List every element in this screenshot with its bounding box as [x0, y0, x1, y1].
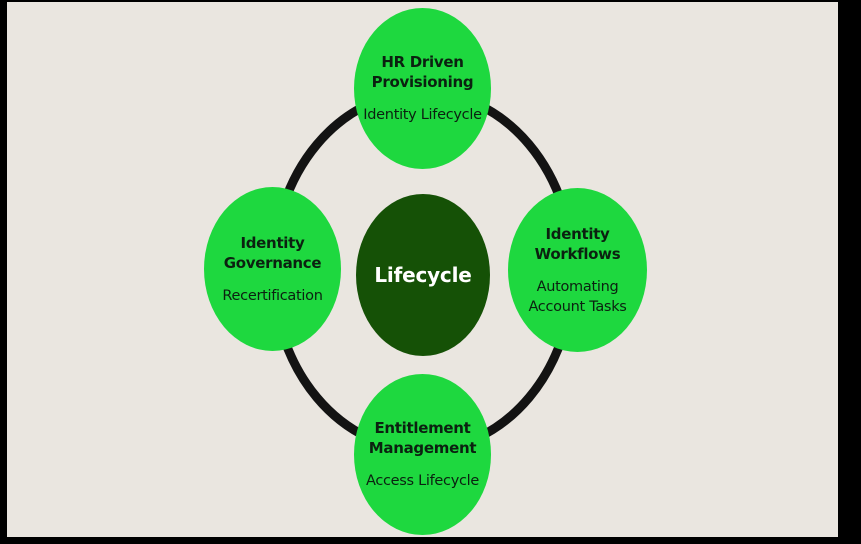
center-node-title: Lifecycle [374, 263, 472, 287]
node-subtitle: Automating Account Tasks [528, 278, 627, 315]
node-entitlement-management: Entitlement Management Access Lifecycle [354, 374, 491, 535]
node-subtitle: Access Lifecycle [365, 473, 480, 489]
node-title: HR Driven Provisioning [371, 53, 474, 91]
node-subtitle: Recertification [222, 287, 323, 304]
node-identity-governance: Identity Governance Recertification [204, 187, 341, 351]
letterbox-top-bar [0, 0, 861, 2]
letterbox-left-bar [0, 0, 7, 544]
letterbox-right-bar [838, 0, 861, 544]
letterbox-bottom-bar [0, 537, 861, 544]
node-hr-driven-provisioning: HR Driven Provisioning Identity Lifecycl… [354, 8, 491, 169]
node-title: Identity Workflows [534, 224, 621, 263]
node-title: Identity Governance [223, 233, 322, 272]
node-identity-workflows: Identity Workflows Automating Account Ta… [508, 188, 647, 352]
node-title: Entitlement Management [368, 419, 477, 457]
node-lifecycle-center: Lifecycle [356, 194, 490, 356]
node-subtitle: Identity Lifecycle [363, 107, 482, 123]
